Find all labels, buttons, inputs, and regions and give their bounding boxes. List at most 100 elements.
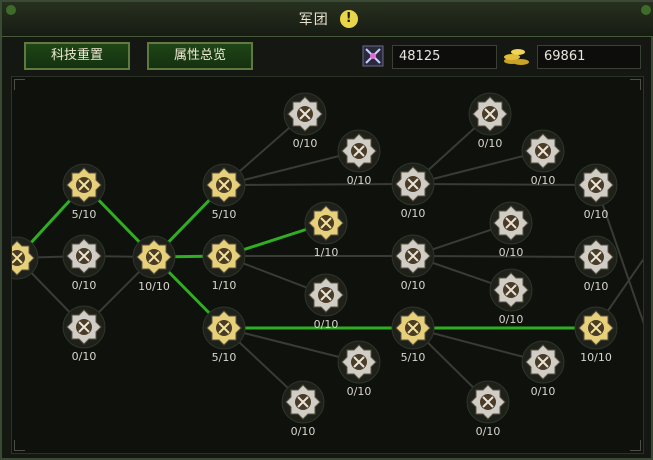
- node-level-label: 0/10: [400, 279, 426, 292]
- tech-node-n20[interactable]: [489, 201, 533, 245]
- node-level-label: 0/10: [530, 385, 556, 398]
- gold-field: 69861: [537, 45, 641, 69]
- horn-icon-glyph: [505, 284, 517, 296]
- tech-link: [223, 150, 360, 186]
- tech-node-n2[interactable]: [62, 163, 106, 207]
- shield-icon-glyph: [320, 289, 332, 301]
- tech-node-n16[interactable]: [391, 234, 435, 278]
- shield-icon-glyph: [407, 178, 419, 190]
- node-level-label: 0/10: [400, 207, 426, 220]
- node-level-label: 10/10: [138, 280, 170, 293]
- info-icon[interactable]: !: [340, 10, 359, 28]
- tech-node-n10[interactable]: [337, 129, 381, 173]
- heart-shield-icon-glyph: [407, 322, 419, 334]
- sprout-icon-glyph: [537, 356, 549, 368]
- sword-icon-glyph: [353, 145, 365, 157]
- tech-node-n19[interactable]: [521, 129, 565, 173]
- attributes-overview-button[interactable]: 属性总览: [147, 42, 253, 70]
- compass-icon-glyph: [484, 108, 496, 120]
- fist-icon-glyph: [148, 251, 160, 263]
- tech-node-n1[interactable]: [12, 236, 39, 280]
- crossed-swords-icon: [362, 45, 384, 67]
- tech-node-n7[interactable]: [202, 234, 246, 278]
- tech-node-n9[interactable]: [283, 92, 327, 136]
- crossed-swords-icon-glyph: [78, 179, 90, 191]
- window-title: 军团 !: [2, 9, 653, 29]
- node-level-label: 0/10: [71, 350, 97, 363]
- tech-link: [223, 183, 414, 186]
- panel-corner: [630, 79, 641, 90]
- shield-heart-icon-glyph: [12, 252, 23, 264]
- runner-icon-glyph: [537, 145, 549, 157]
- tech-node-n24[interactable]: [574, 163, 618, 207]
- panel-corner: [630, 440, 641, 451]
- node-level-label: 1/10: [313, 246, 339, 259]
- tech-node-n22[interactable]: [521, 340, 565, 384]
- tech-node-n6[interactable]: [202, 163, 246, 207]
- tech-node-n5[interactable]: [132, 235, 176, 279]
- heart-shield-icon-glyph: [590, 179, 602, 191]
- tech-link: [595, 184, 643, 325]
- crossed-swords-icon-glyph: [590, 322, 602, 334]
- node-level-label: 0/10: [477, 137, 503, 150]
- tech-node-n13[interactable]: [337, 340, 381, 384]
- tech-link: [412, 150, 544, 185]
- corner-ornament: [641, 5, 651, 15]
- tech-node-n15[interactable]: [391, 162, 435, 206]
- tech-node-n25[interactable]: [574, 235, 618, 279]
- tech-node-n12[interactable]: [304, 273, 348, 317]
- tech-node-n8[interactable]: [202, 306, 246, 350]
- node-level-label: 0/10: [292, 137, 318, 150]
- crossed-swords-icon-glyph: [218, 179, 230, 191]
- node-level-label: 5/10: [400, 351, 426, 364]
- tech-reset-button[interactable]: 科技重置: [24, 42, 130, 70]
- node-level-label: 0/10: [346, 385, 372, 398]
- node-level-label: 0/10: [290, 425, 316, 438]
- helmet-icon-glyph: [218, 250, 230, 262]
- tech-node-n11[interactable]: [304, 201, 348, 245]
- title-bar: 军团 !: [2, 2, 653, 37]
- tech-node-n14[interactable]: [281, 380, 325, 424]
- corner-ornament: [6, 5, 16, 15]
- panel-corner: [14, 440, 25, 451]
- node-level-label: 0/10: [498, 246, 524, 259]
- crossed-arrows-icon-glyph: [299, 108, 311, 120]
- tech-node-n26[interactable]: [574, 306, 618, 350]
- gold-coins-icon: [504, 49, 529, 65]
- crossed-swords-icon-glyph: [320, 217, 332, 229]
- node-level-label: 5/10: [211, 208, 237, 221]
- tech-node-n21[interactable]: [489, 268, 533, 312]
- tech-link: [412, 183, 597, 186]
- node-level-label: 0/10: [71, 279, 97, 292]
- tech-link: [412, 255, 597, 258]
- military-points-field: 48125: [392, 45, 497, 69]
- tech-node-n18[interactable]: [468, 92, 512, 136]
- percent-icon-glyph: [505, 217, 517, 229]
- node-level-label: 0/10: [346, 174, 372, 187]
- panel-corner: [14, 79, 25, 90]
- shield-icon-glyph: [218, 322, 230, 334]
- shield-icon-glyph: [78, 250, 90, 262]
- tech-link: [412, 327, 544, 363]
- node-level-label: 0/10: [475, 425, 501, 438]
- node-level-label: 0/10: [583, 280, 609, 293]
- boot-icon-glyph: [590, 251, 602, 263]
- axe-icon-glyph: [297, 396, 309, 408]
- node-level-label: 0/10: [498, 313, 524, 326]
- tech-tree-canvas: [12, 92, 643, 424]
- window-title-text: 军团: [298, 12, 329, 28]
- tech-node-n23[interactable]: [466, 380, 510, 424]
- node-level-label: 0/10: [583, 208, 609, 221]
- tech-node-n3[interactable]: [62, 234, 106, 278]
- tech-node-n4[interactable]: [62, 305, 106, 349]
- node-level-label: 5/10: [71, 208, 97, 221]
- scroll-icon-glyph: [482, 396, 494, 408]
- tech-link: [223, 327, 360, 363]
- node-level-label: 0/10: [313, 318, 339, 331]
- flame-icon-glyph: [407, 250, 419, 262]
- node-level-label: 10/10: [580, 351, 612, 364]
- tech-node-n17[interactable]: [391, 306, 435, 350]
- node-level-label: 5/10: [211, 351, 237, 364]
